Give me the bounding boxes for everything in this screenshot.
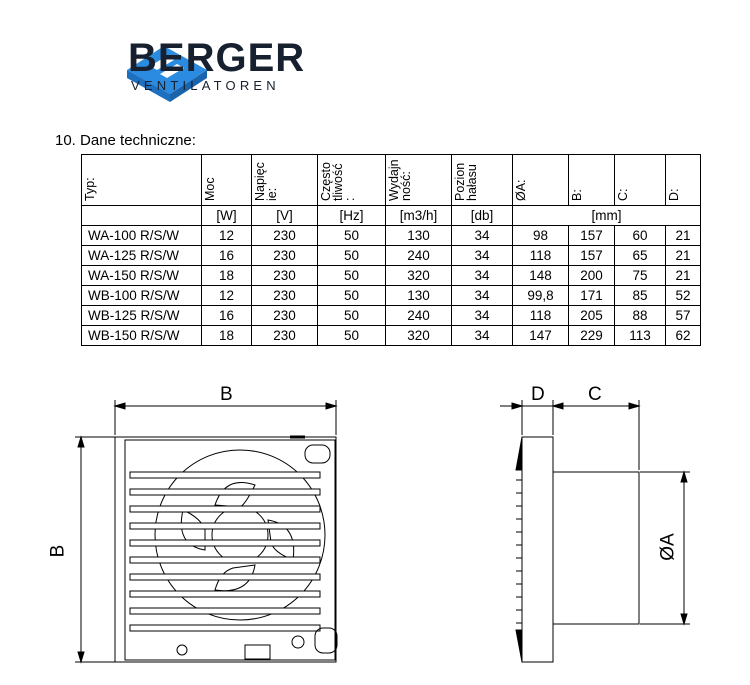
diameter-label: ØA xyxy=(657,533,679,561)
table-cell: 50 xyxy=(317,265,386,286)
diameter-dimension xyxy=(640,470,690,626)
header-cell: Typ: xyxy=(81,154,202,206)
side-d-label: D xyxy=(531,384,545,405)
table-cell: 50 xyxy=(317,305,386,326)
brand-tagline: VENTILATOREN xyxy=(131,78,280,93)
table-cell: 200 xyxy=(568,265,615,286)
table-cell: 99,8 xyxy=(512,285,569,306)
table-cell: 230 xyxy=(251,325,318,346)
table-cell: 240 xyxy=(385,305,452,326)
louver-slat xyxy=(129,471,321,479)
louver-slat xyxy=(129,607,321,615)
header-cell: Często tliwość : xyxy=(317,154,386,206)
front-width-dimension xyxy=(113,400,338,435)
berger-logo-icon xyxy=(127,46,207,102)
louver-slat xyxy=(129,505,321,513)
side-depth-dimensions xyxy=(500,400,641,470)
fan-side-view xyxy=(515,436,640,663)
header-cell: Napięc ie: xyxy=(251,154,318,206)
louver-slat xyxy=(129,590,321,598)
table-cell: 157 xyxy=(568,245,615,266)
brand-name: BERGER xyxy=(128,36,306,80)
front-width-label: B xyxy=(220,384,233,405)
louver-slat xyxy=(129,624,321,632)
table-cell: 130 xyxy=(385,225,452,246)
table-cell: 320 xyxy=(385,325,452,346)
table-cell: 12 xyxy=(201,225,252,246)
louver-slat xyxy=(129,539,321,547)
louver-slat xyxy=(129,488,321,496)
header-cell: D: xyxy=(665,154,701,206)
louver-slat xyxy=(129,573,321,581)
louver-slat xyxy=(129,522,321,530)
unit-cell: [Hz] xyxy=(317,205,386,226)
front-height-dimension xyxy=(75,435,115,664)
table-cell: 57 xyxy=(665,305,701,326)
table-cell: 18 xyxy=(201,325,252,346)
table-cell: 34 xyxy=(451,265,513,286)
table-cell: 113 xyxy=(614,325,666,346)
table-cell: 62 xyxy=(665,325,701,346)
header-cell: Wydajn ność: xyxy=(385,154,452,206)
table-cell: 147 xyxy=(512,325,569,346)
fan-front-view xyxy=(114,435,338,663)
table-cell: WB-150 R/S/W xyxy=(81,325,202,346)
table-cell: 85 xyxy=(614,285,666,306)
front-height-label: B xyxy=(47,544,69,558)
louver-slat xyxy=(129,556,321,564)
section-title: 10. Dane techniczne: xyxy=(55,132,196,149)
side-c-label: C xyxy=(588,384,602,405)
table-cell: 229 xyxy=(568,325,615,346)
table-cell: WB-100 R/S/W xyxy=(81,285,202,306)
